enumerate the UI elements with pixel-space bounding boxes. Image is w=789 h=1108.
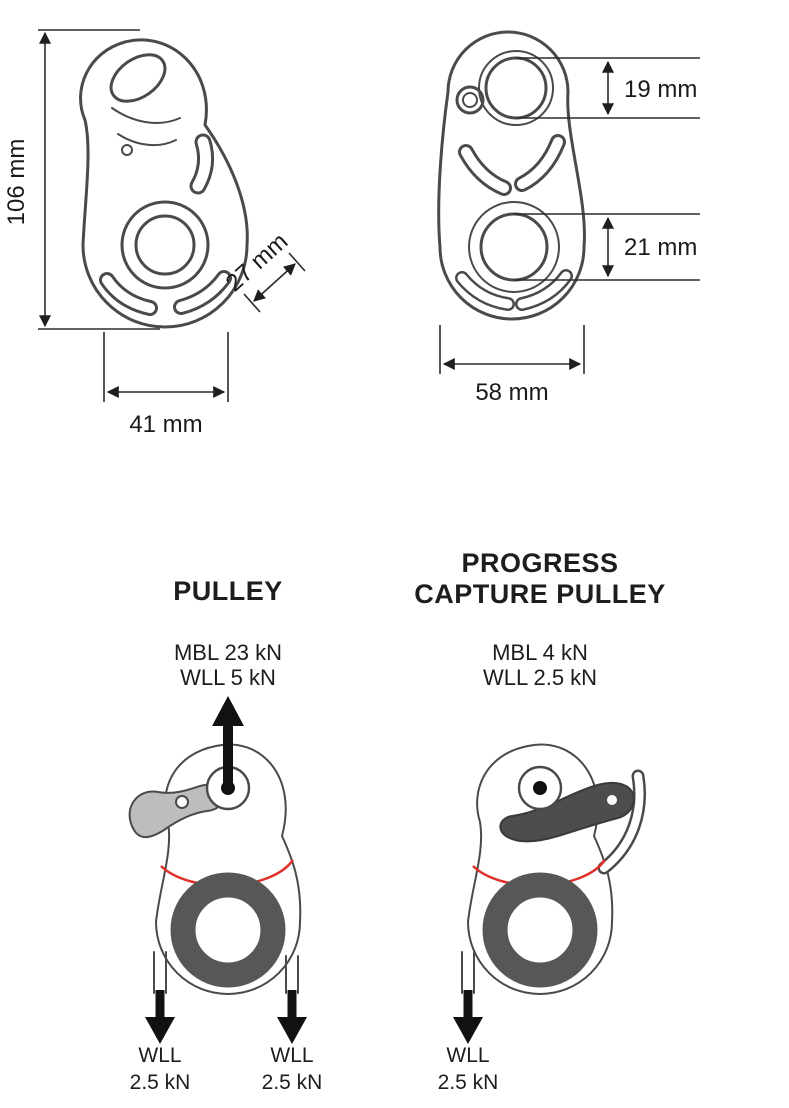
wll-line1: WLL	[270, 1044, 314, 1067]
top-hole-rim	[478, 50, 554, 126]
bottom-hole	[479, 212, 549, 282]
sheave-inner	[134, 214, 196, 276]
capture-mode-title-line1: PROGRESS	[461, 548, 619, 578]
side-view-device	[79, 38, 249, 329]
front-width-dimension-label: 58 mm	[475, 379, 548, 406]
capture-mode-drawing	[453, 743, 646, 1044]
pulley-right-load-label: WLL 2.5 kN	[232, 1042, 352, 1096]
front-view-device	[437, 30, 586, 321]
capture-mode-title-line2: CAPTURE PULLEY	[414, 579, 666, 609]
bottom-hole-dimension-label: 21 mm	[624, 234, 697, 261]
pulley-mode-drawing	[128, 696, 307, 1044]
rope-tail	[600, 772, 644, 872]
cam-pivot	[175, 795, 189, 809]
pulley-mode-title: PULLEY	[173, 576, 283, 606]
body-slot	[102, 275, 155, 313]
secondary-hole	[455, 85, 485, 115]
body-cutout	[192, 136, 212, 192]
device-body-outline	[466, 743, 614, 995]
down-arrow-head	[453, 1017, 483, 1044]
capture-wll-label: WLL 2.5 kN	[482, 665, 598, 690]
wll-line2: 2.5 kN	[129, 1071, 191, 1094]
body-slot	[457, 273, 513, 309]
dimension-41mm: 41 mm	[103, 332, 229, 438]
wll-line1: WLL	[446, 1044, 490, 1067]
pulley-mbl-label: MBL 23 kN	[173, 640, 282, 665]
dimension-19mm: 19 mm	[516, 57, 700, 119]
sheave-ring	[170, 872, 286, 988]
device-body-outline	[437, 30, 586, 321]
bottom-hole-rim	[468, 201, 560, 293]
down-arrow-head	[277, 1017, 307, 1044]
up-arrow-head	[212, 696, 244, 726]
sheave-outer	[120, 200, 210, 290]
capture-mbl-label: MBL 4 kN	[492, 640, 588, 665]
wll-line1: WLL	[138, 1044, 182, 1067]
cam-pivot	[607, 795, 617, 805]
device-body-outline	[79, 38, 249, 329]
cam-detail-line	[111, 107, 181, 124]
top-hole-dimension-label: 19 mm	[624, 76, 697, 103]
capture-load-label: WLL 2.5 kN	[408, 1042, 528, 1096]
wll-line2: 2.5 kN	[437, 1071, 499, 1094]
body-cutout	[461, 147, 509, 193]
pulley-wll-label: WLL 5 kN	[180, 665, 276, 690]
secondary-hole-inner	[462, 92, 478, 108]
cam-detail-line	[117, 133, 177, 147]
body-cutout	[517, 137, 563, 189]
dimension-21mm: 21 mm	[514, 213, 700, 281]
dimension-views-drawing: 106 mm 27 mm 41 mm	[3, 29, 700, 438]
height-dimension-label: 106 mm	[3, 139, 30, 226]
carabiner-slot	[109, 53, 167, 103]
cam-rivet	[121, 144, 133, 156]
width-dimension-label: 41 mm	[129, 411, 202, 438]
dimension-58mm: 58 mm	[439, 325, 585, 406]
depth-dimension-label: 27 mm	[221, 228, 294, 297]
pulley-left-load-label: WLL 2.5 kN	[100, 1042, 220, 1096]
attachment-point	[533, 781, 547, 795]
dimension-106mm: 106 mm	[3, 29, 160, 330]
dimension-27mm: 27 mm	[221, 228, 306, 313]
sheave-ring	[482, 872, 598, 988]
top-attachment-hole	[484, 56, 548, 120]
wll-line2: 2.5 kN	[261, 1071, 323, 1094]
body-slot	[176, 273, 229, 312]
down-arrow-head	[145, 1017, 175, 1044]
